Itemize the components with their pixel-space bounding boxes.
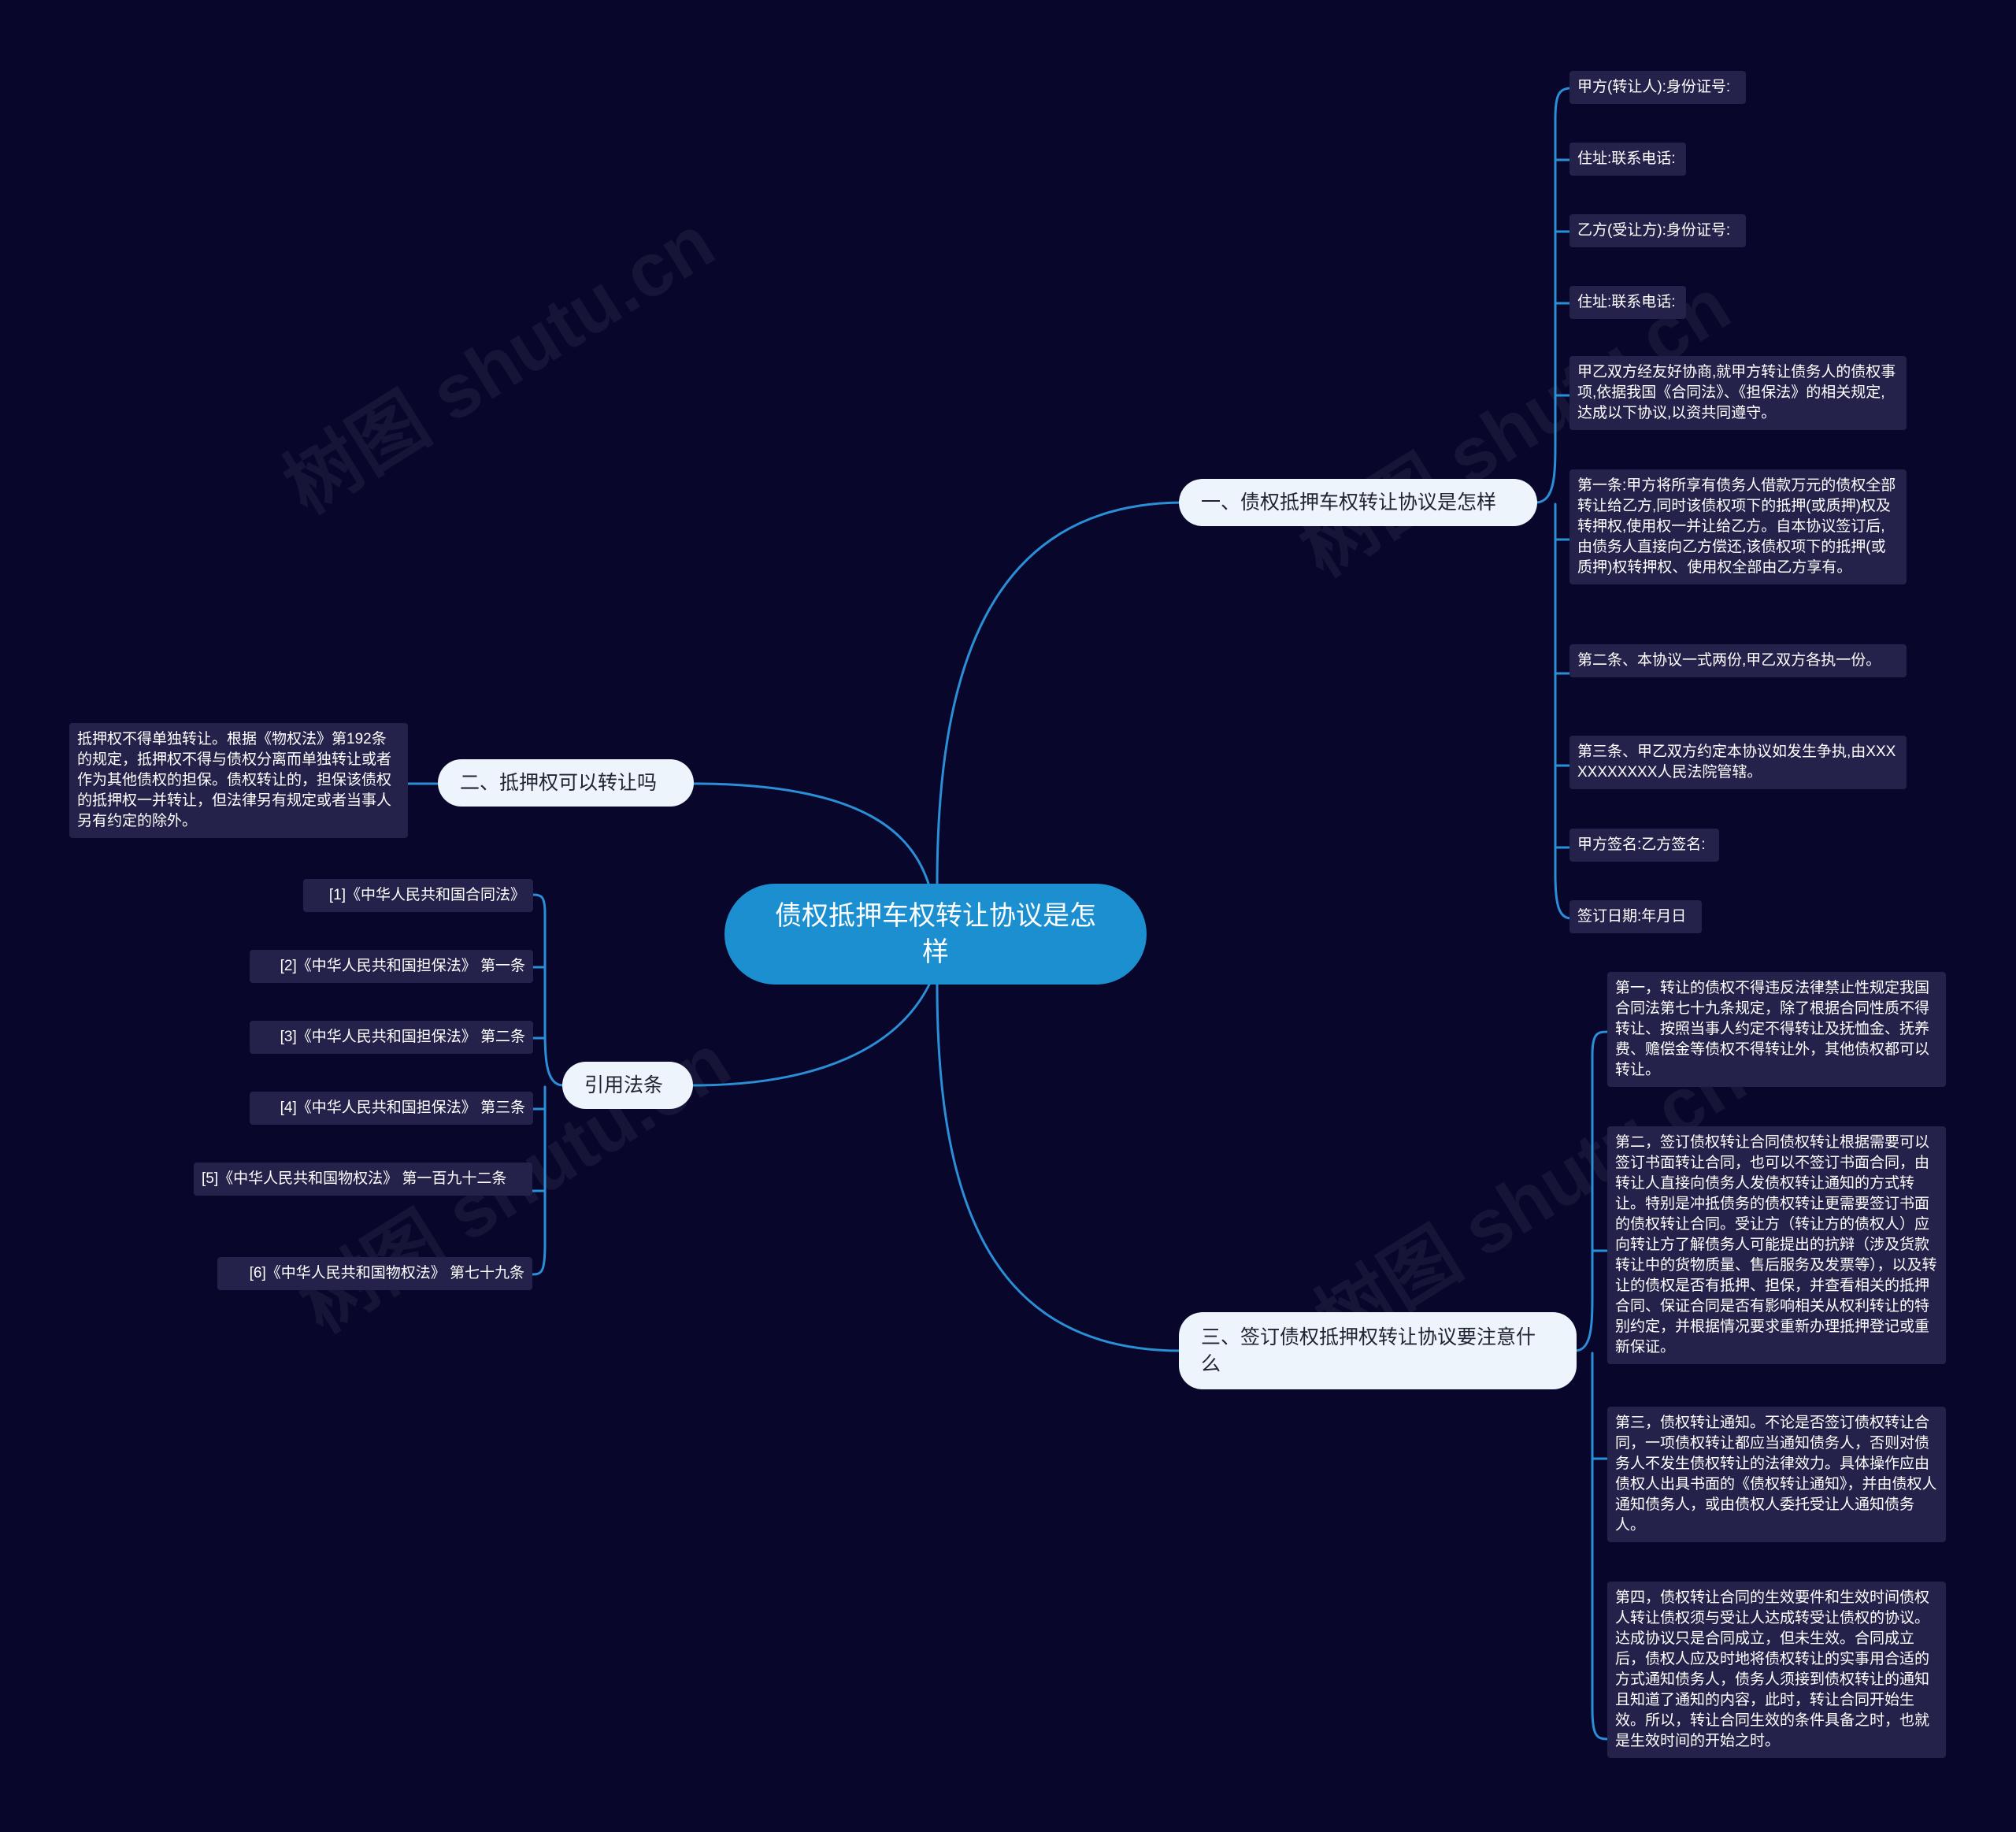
leaf-text: 第二，签订债权转让合同债权转让根据需要可以签订书面转让合同，也可以不签订书面合同… bbox=[1615, 1134, 1937, 1355]
root-topic-label: 债权抵押车权转让协议是怎样 bbox=[775, 901, 1096, 967]
branch-label: 三、签订债权抵押权转让协议要注意什么 bbox=[1201, 1326, 1536, 1375]
branch-topic-agreement[interactable]: 一、债权抵押车权转让协议是怎样 bbox=[1179, 479, 1537, 526]
leaf-b1-6[interactable]: 第二条、本协议一式两份,甲乙双方各执一份。 bbox=[1569, 644, 1907, 677]
leaf-b3-0[interactable]: [1]《中华人民共和国合同法》 bbox=[303, 879, 533, 912]
leaf-text: 甲乙双方经友好协商,就甲方转让债务人的债权事项,依据我国《合同法》、《担保法》的… bbox=[1577, 364, 1896, 421]
root-topic[interactable]: 债权抵押车权转让协议是怎样 bbox=[724, 884, 1147, 985]
leaf-text: [6]《中华人民共和国物权法》 第七十九条 bbox=[249, 1265, 524, 1281]
leaf-text: 抵押权不得单独转让。根据《物权法》第192条的规定，抵押权不得与债权分离而单独转… bbox=[77, 731, 392, 829]
leaf-text: 甲方(转让人):身份证号: bbox=[1577, 79, 1731, 95]
leaf-text: 甲方签名:乙方签名: bbox=[1577, 836, 1706, 853]
leaf-text: [4]《中华人民共和国担保法》 第三条 bbox=[280, 1100, 525, 1116]
leaf-text: 第四，债权转让合同的生效要件和生效时间债权人转让债权须与受让人达成转受让债权的协… bbox=[1615, 1589, 1930, 1749]
link-root-b1 bbox=[936, 501, 1183, 888]
leaf-b4-3[interactable]: 第四，债权转让合同的生效要件和生效时间债权人转让债权须与受让人达成转受让债权的协… bbox=[1607, 1582, 1946, 1758]
leaf-text: 第三，债权转让通知。不论是否签订债权转让合同，一项债权转让都应当通知债务人，否则… bbox=[1615, 1415, 1937, 1533]
leaf-text: 住址:联系电话: bbox=[1577, 150, 1676, 167]
link-root-b2 bbox=[691, 782, 931, 888]
leaf-b3-4[interactable]: [5]《中华人民共和国物权法》 第一百九十二条 bbox=[194, 1163, 532, 1196]
link-b3-bracket bbox=[531, 893, 565, 1276]
leaf-text: [2]《中华人民共和国担保法》 第一条 bbox=[280, 958, 525, 974]
leaf-b3-5[interactable]: [6]《中华人民共和国物权法》 第七十九条 bbox=[217, 1257, 532, 1290]
leaf-b1-2[interactable]: 乙方(受让方):身份证号: bbox=[1569, 214, 1746, 247]
branch-topic-precautions[interactable]: 三、签订债权抵押权转让协议要注意什么 bbox=[1179, 1312, 1577, 1389]
leaf-b3-2[interactable]: [3]《中华人民共和国担保法》 第二条 bbox=[250, 1021, 533, 1054]
leaf-b3-1[interactable]: [2]《中华人民共和国担保法》 第一条 bbox=[250, 950, 533, 983]
leaf-text: 签订日期:年月日 bbox=[1577, 908, 1687, 925]
leaf-b2-0[interactable]: 抵押权不得单独转让。根据《物权法》第192条的规定，抵押权不得与债权分离而单独转… bbox=[69, 723, 408, 838]
leaf-text: 第二条、本协议一式两份,甲乙双方各执一份。 bbox=[1577, 652, 1881, 669]
leaf-b4-1[interactable]: 第二，签订债权转让合同债权转让根据需要可以签订书面转让合同，也可以不签订书面合同… bbox=[1607, 1126, 1946, 1364]
leaf-b1-7[interactable]: 第三条、甲乙双方约定本协议如发生争执,由XXXXXXXXXXX人民法院管辖。 bbox=[1569, 736, 1907, 789]
leaf-text: 第三条、甲乙双方约定本协议如发生争执,由XXXXXXXXXXX人民法院管辖。 bbox=[1577, 744, 1896, 781]
leaf-text: 乙方(受让方):身份证号: bbox=[1577, 222, 1731, 239]
leaf-b1-1[interactable]: 住址:联系电话: bbox=[1569, 143, 1686, 176]
branch-label: 一、债权抵押车权转让协议是怎样 bbox=[1201, 491, 1497, 514]
leaf-b1-8[interactable]: 甲方签名:乙方签名: bbox=[1569, 829, 1719, 862]
branch-topic-transferable[interactable]: 二、抵押权可以转让吗 bbox=[438, 759, 694, 807]
leaf-b4-0[interactable]: 第一，转让的债权不得违反法律禁止性规定我国合同法第七十九条规定，除了根据合同性质… bbox=[1607, 972, 1946, 1087]
leaf-text: 第一条:甲方将所享有债务人借款万元的债权全部转让给乙方,同时该债权项下的抵押(或… bbox=[1577, 477, 1896, 576]
leaf-b1-5[interactable]: 第一条:甲方将所享有债务人借款万元的债权全部转让给乙方,同时该债权项下的抵押(或… bbox=[1569, 469, 1907, 584]
branch-label: 引用法条 bbox=[584, 1074, 664, 1096]
leaf-b1-9[interactable]: 签订日期:年月日 bbox=[1569, 900, 1702, 933]
leaf-b4-2[interactable]: 第三，债权转让通知。不论是否签订债权转让合同，一项债权转让都应当通知债务人，否则… bbox=[1607, 1407, 1946, 1542]
branch-topic-cited-laws[interactable]: 引用法条 bbox=[562, 1062, 693, 1109]
leaf-b3-3[interactable]: [4]《中华人民共和国担保法》 第三条 bbox=[250, 1092, 533, 1125]
leaf-b1-0[interactable]: 甲方(转让人):身份证号: bbox=[1569, 71, 1746, 104]
leaf-text: [5]《中华人民共和国物权法》 第一百九十二条 bbox=[202, 1170, 507, 1187]
link-b4-bracket bbox=[1573, 1030, 1610, 1741]
leaf-text: 第一，转让的债权不得违反法律禁止性规定我国合同法第七十九条规定，除了根据合同性质… bbox=[1615, 980, 1930, 1078]
leaf-b1-3[interactable]: 住址:联系电话: bbox=[1569, 286, 1686, 319]
link-b1-bracket bbox=[1534, 87, 1573, 920]
link-root-b4 bbox=[936, 983, 1183, 1352]
leaf-text: [3]《中华人民共和国担保法》 第二条 bbox=[280, 1029, 525, 1045]
link-root-b3 bbox=[691, 983, 931, 1087]
leaf-text: 住址:联系电话: bbox=[1577, 294, 1676, 310]
leaf-b1-4[interactable]: 甲乙双方经友好协商,就甲方转让债务人的债权事项,依据我国《合同法》、《担保法》的… bbox=[1569, 356, 1907, 430]
branch-label: 二、抵押权可以转让吗 bbox=[460, 772, 658, 794]
leaf-text: [1]《中华人民共和国合同法》 bbox=[328, 887, 525, 903]
